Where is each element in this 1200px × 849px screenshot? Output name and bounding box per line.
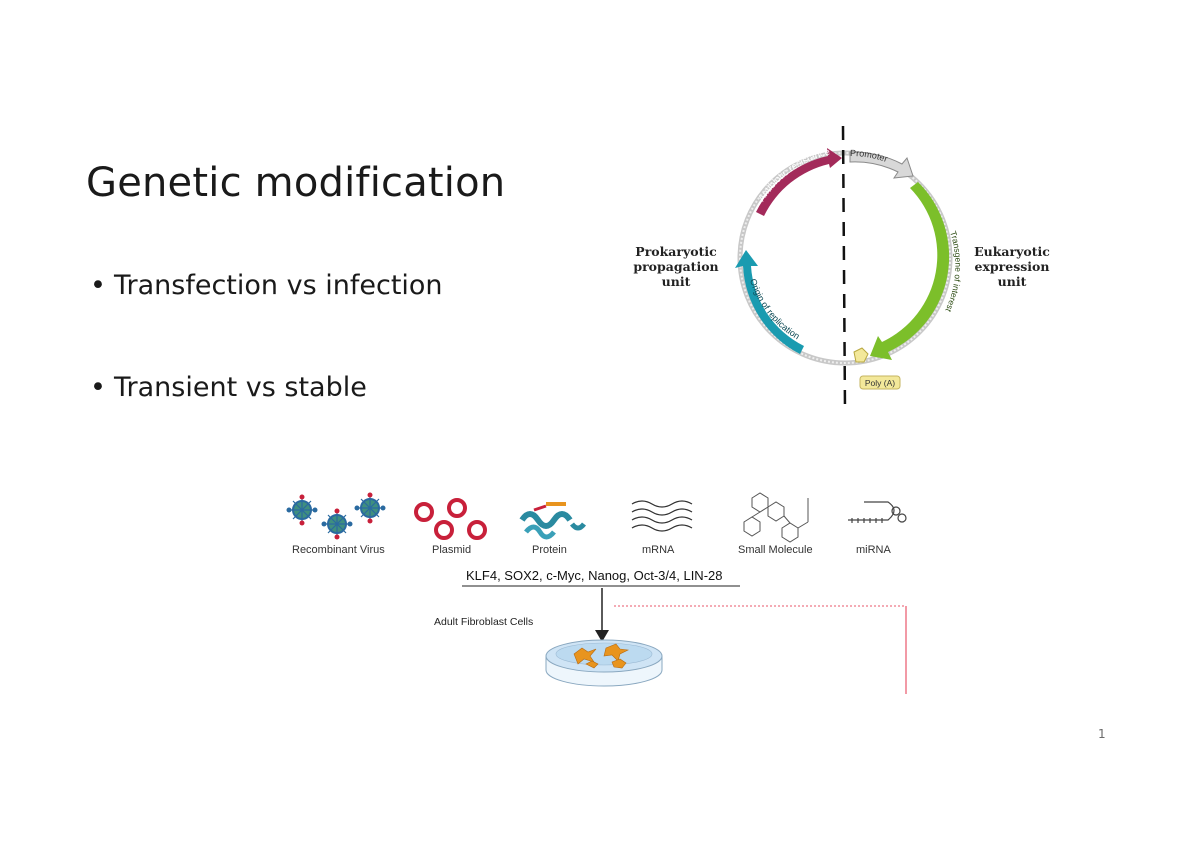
bullet-symbol: •: [90, 270, 106, 301]
polya-tag: [859, 375, 901, 390]
method-label: Plasmid: [432, 544, 472, 556]
promoter-segment: [849, 151, 914, 179]
methods-diagram: [286, 492, 907, 694]
origin-segment: [735, 250, 804, 354]
bullet-text: Transfection vs infection: [114, 270, 443, 301]
protein-icon: [519, 502, 586, 540]
divider-line: [841, 125, 847, 411]
cells-label: Adult Fibroblast Cells: [434, 616, 534, 628]
method-label: mRNA: [642, 544, 675, 556]
fibroblast-cells: [573, 643, 630, 669]
arrow-down-icon: [595, 630, 609, 642]
antibiotic-resistance-segment: [756, 148, 842, 216]
polya-label: Poly (A): [865, 378, 895, 388]
delivery-methods-figure: Recombinant Virus Plasmid Protein mRNA S…: [282, 478, 922, 698]
transgene-segment: [870, 182, 950, 360]
mirna-icon: [848, 501, 907, 523]
small-molecule-icon: [743, 492, 809, 543]
bullet-item: • Transfection vs infection: [90, 270, 443, 301]
polya-marker: [853, 347, 869, 363]
plasmid-diagram: Antibiotic resistance Promoter Transgene…: [735, 125, 963, 411]
method-label: Recombinant Virus: [292, 544, 385, 556]
method-label: Protein: [532, 544, 567, 556]
plasmid-map-figure: Prokaryotic propagation unit Eukaryotic …: [630, 120, 1050, 420]
method-label: Small Molecule: [738, 544, 813, 556]
mrna-icon: [631, 500, 693, 532]
prokaryotic-unit-label: Prokaryotic propagation unit: [633, 244, 719, 289]
bullet-symbol: •: [90, 372, 106, 403]
bullet-item: • Transient vs stable: [90, 372, 367, 403]
page-number: 1: [1098, 727, 1106, 741]
slide-title: Genetic modification: [86, 160, 506, 206]
plasmid-icon: [414, 498, 487, 540]
method-label: miRNA: [856, 544, 891, 556]
eukaryotic-unit-label: Eukaryotic expression unit: [974, 244, 1050, 289]
recombinant-virus-icon: [286, 492, 386, 540]
petri-dish-icon: [545, 639, 663, 687]
bullet-text: Transient vs stable: [114, 372, 367, 403]
reprogramming-factors: KLF4, SOX2, c-Myc, Nanog, Oct-3/4, LIN-2…: [466, 568, 723, 583]
